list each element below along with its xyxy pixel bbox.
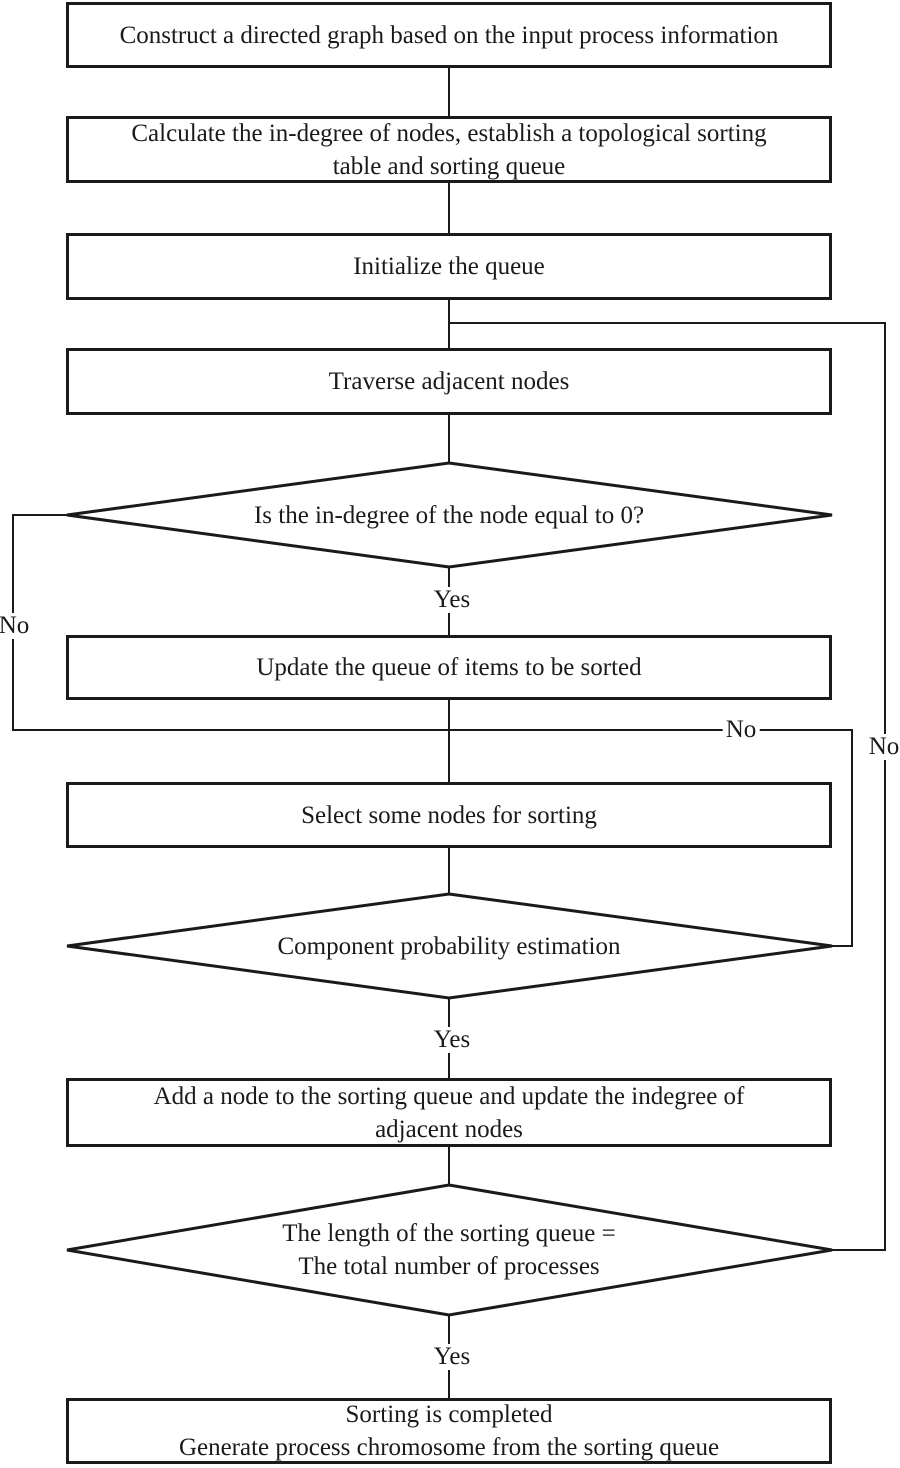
process-select-nodes: Select some nodes for sorting (66, 782, 832, 848)
node-text: The length of the sorting queue = (282, 1220, 616, 1247)
node-text: Calculate the in-degree of nodes, establ… (131, 119, 767, 147)
node-text: Generate process chromosome from the sor… (178, 1434, 720, 1461)
node-text: table and sorting queue (332, 152, 566, 180)
label-in-degree-yes: Yes (430, 587, 474, 613)
process-update-queue: Update the queue of items to be sorted (66, 635, 832, 700)
label-probability-yes: Yes (430, 1027, 474, 1053)
decision-length: The length of the sorting queue = The to… (99, 1217, 799, 1283)
label-in-degree-no: No (0, 613, 33, 639)
process-sorting-completed: Sorting is completed Generate process ch… (66, 1398, 832, 1464)
process-traverse-adjacent-nodes: Traverse adjacent nodes (66, 348, 832, 415)
process-initialize-queue: Initialize the queue (66, 233, 832, 300)
node-text: The total number of processes (298, 1253, 600, 1280)
label-length-yes: Yes (430, 1344, 474, 1370)
decision-shape-length (66, 1183, 833, 1317)
label-length-no: No (865, 734, 900, 760)
edge-length-no (449, 322, 886, 1251)
process-calculate-in-degree: Calculate the in-degree of nodes, establ… (66, 116, 832, 183)
node-text: adjacent nodes (375, 1115, 523, 1143)
node-text: Construct a directed graph based on the … (119, 21, 779, 49)
label-probability-no: No (722, 717, 760, 743)
decision-probability: Component probability estimation (99, 930, 799, 962)
decision-in-degree: Is the in-degree of the node equal to 0? (99, 499, 799, 531)
node-text: Update the queue of items to be sorted (256, 654, 642, 681)
process-add-node: Add a node to the sorting queue and upda… (66, 1078, 832, 1147)
edge-probability-no (449, 729, 853, 947)
process-construct-graph: Construct a directed graph based on the … (66, 2, 832, 68)
node-text: Select some nodes for sorting (301, 801, 597, 829)
decision-shape-probability (66, 892, 833, 1000)
decision-shape-in-degree (66, 461, 833, 569)
node-text: Sorting is completed (345, 1401, 553, 1428)
node-text: Traverse adjacent nodes (328, 368, 570, 395)
node-text: Is the in-degree of the node equal to 0? (253, 501, 645, 529)
node-text: Initialize the queue (353, 253, 545, 280)
node-text: Add a node to the sorting queue and upda… (153, 1082, 745, 1110)
node-text: Component probability estimation (277, 932, 621, 960)
